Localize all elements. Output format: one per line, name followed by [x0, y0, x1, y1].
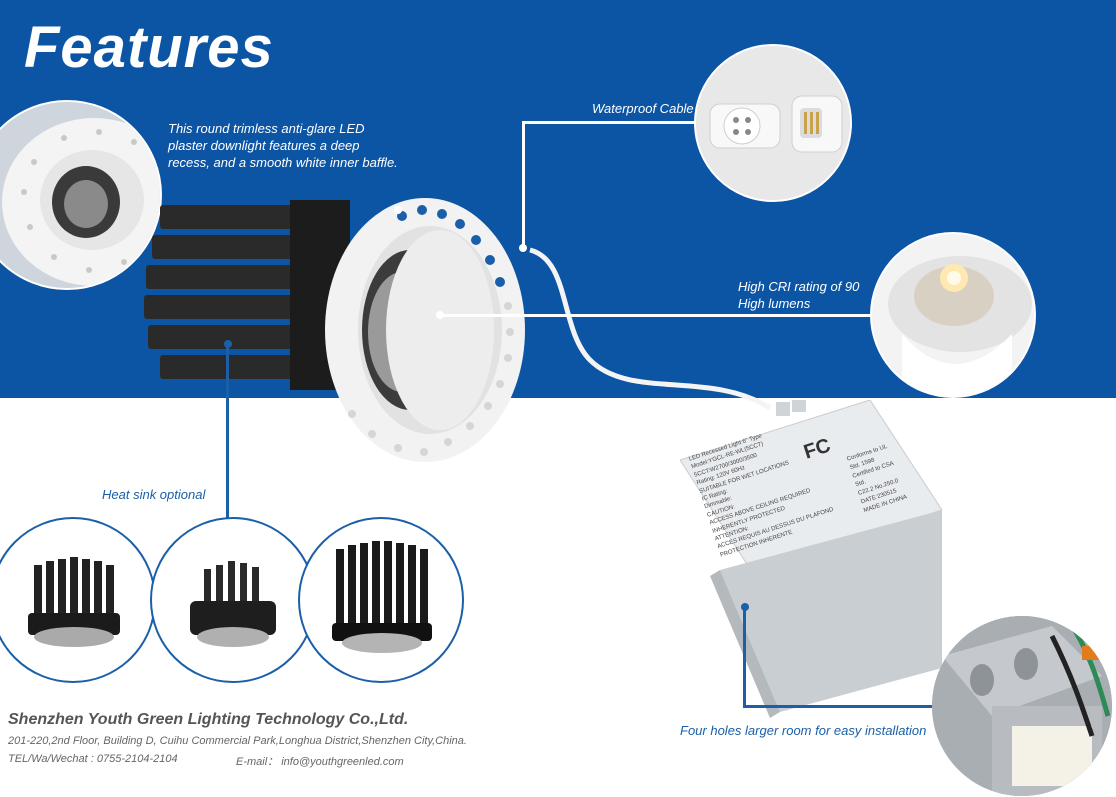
- caption-baffle-line1: This round trimless anti-glare LED: [168, 121, 365, 136]
- caption-baffle: This round trimless anti-glare LED plast…: [168, 120, 398, 171]
- holes-leader-vertical: [743, 607, 746, 707]
- caption-heatsink: Heat sink optional: [102, 487, 206, 502]
- cri-lens-circle: [870, 232, 1036, 398]
- cable-leader-horizontal: [524, 121, 696, 124]
- junction-box-circle: [932, 616, 1112, 796]
- caption-cri-line1: High CRI rating of 90: [738, 279, 860, 294]
- caption-cable: Waterproof Cable: [592, 101, 694, 116]
- caption-baffle-line2: plaster downlight features a deep: [168, 138, 360, 153]
- driver-box: LED Recessed Light 6" Type Model:YGCL-RE…: [680, 400, 950, 720]
- detail-circle-trimless: [0, 100, 162, 290]
- baffle-pointer-dot: [394, 206, 402, 214]
- cri-leader-line: [440, 314, 880, 317]
- company-tel: TEL/Wa/Wechat : 0755-2104-2104: [8, 753, 178, 765]
- caption-cri-line2: High lumens: [738, 296, 811, 311]
- company-email: E-mail： info@youthgreenled.com: [236, 756, 404, 768]
- heatsink-option-1: [0, 517, 156, 683]
- caption-baffle-line3: recess, and a smooth white inner baffle.: [168, 155, 398, 170]
- cri-pointer-dot: [436, 311, 444, 319]
- cable-pointer-dot: [519, 244, 527, 252]
- caption-holes: Four holes larger room for easy installa…: [680, 723, 927, 738]
- heatsink-option-3: [298, 517, 464, 683]
- heatsink-option-2: [150, 517, 316, 683]
- main-downlight-image: [140, 180, 540, 480]
- cable-connector-circle: [694, 44, 852, 202]
- page-title: Features: [24, 15, 274, 80]
- company-address: 201-220,2nd Floor, Building D, Cuihu Com…: [8, 735, 467, 747]
- power-cable: [529, 247, 772, 411]
- cable-leader-vertical: [522, 121, 525, 249]
- caption-cri: High CRI rating of 90 High lumens: [738, 278, 859, 312]
- heatsink-leader-line: [226, 344, 229, 518]
- holes-leader-horizontal: [743, 705, 939, 708]
- company-name: Shenzhen Youth Green Lighting Technology…: [8, 711, 409, 728]
